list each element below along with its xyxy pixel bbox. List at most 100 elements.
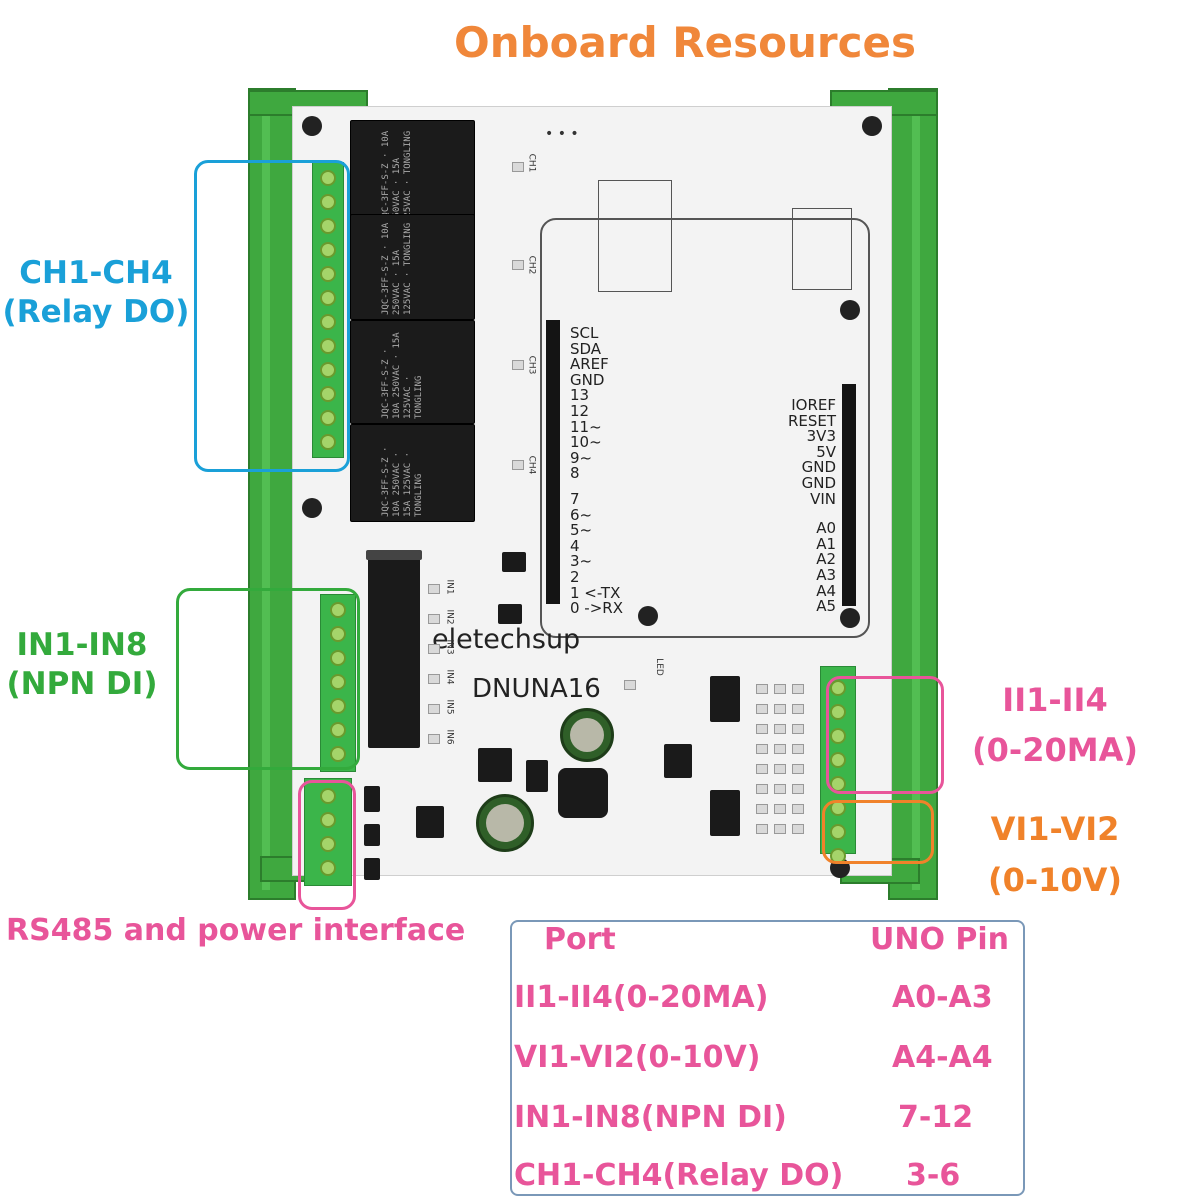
vi-caption: VI1-VI2 (0-10V) [950, 804, 1160, 906]
diode [364, 786, 380, 812]
vi-caption-line2: (0-10V) [987, 861, 1123, 900]
di-terminal-screw [330, 674, 346, 690]
inductor [558, 768, 608, 818]
ch2-label: CH2 [526, 255, 537, 275]
model-text: DNUNA16 [472, 674, 601, 704]
smd-resistor [756, 804, 768, 814]
mount-hole [862, 116, 882, 136]
table-row-pin: 3-6 [906, 1158, 961, 1193]
ch3-label: CH3 [526, 355, 537, 375]
jack-outline [792, 208, 852, 290]
di-led [428, 674, 440, 684]
ii-caption-line2: (0-20MA) [972, 730, 1138, 769]
ii-caption-line1: II1-II4 [1002, 681, 1108, 719]
di-terminal-screw [330, 746, 346, 762]
led-label: LED [653, 658, 664, 676]
diode [364, 824, 380, 846]
table-row-port: IN1-IN8(NPN DI) [514, 1100, 787, 1135]
vi-highlight-box [822, 800, 934, 864]
di-caption-line1: IN1-IN8 [16, 627, 148, 663]
dots: • • • [545, 126, 579, 142]
smd-resistor [756, 824, 768, 834]
relay-terminal-screw [320, 314, 336, 330]
di-label: IN6 [444, 729, 455, 745]
relay-terminal-screw [320, 218, 336, 234]
ic-u [502, 552, 526, 572]
di-terminal-screw [330, 650, 346, 666]
relay-1: JQC-3FF-S-Z · 10A 250VAC · 15A 125VAC · … [350, 120, 475, 228]
ch-led [512, 162, 524, 172]
di-led [428, 704, 440, 714]
di-terminal-screw [330, 722, 346, 738]
table-row-pin: A4-A4 [892, 1040, 993, 1075]
di-caption: IN1-IN8 (NPN DI) [0, 626, 164, 704]
di-caption-line2: (NPN DI) [6, 665, 158, 702]
di-led [428, 734, 440, 744]
ii-highlight-box [826, 676, 944, 794]
relay-2: JQC-3FF-S-Z · 10A 250VAC · 15A 125VAC · … [350, 214, 475, 320]
di-terminal-block [320, 594, 356, 772]
analog-terminal-screw [830, 728, 846, 744]
smd-resistor [756, 764, 768, 774]
ch1-label: CH1 [526, 153, 537, 173]
table-header-uno-pin: UNO Pin [870, 922, 1010, 957]
analog-terminal-screw [830, 824, 846, 840]
regulator [478, 748, 512, 782]
rs485-caption: RS485 and power interface [6, 913, 466, 948]
board: JQC-3FF-S-Z · 10A 250VAC · 15A 125VAC · … [240, 88, 940, 900]
power-terminal-screw [320, 836, 336, 852]
rs485-highlight-box [298, 780, 356, 910]
power-terminal-screw [320, 812, 336, 828]
di-terminal-screw [330, 602, 346, 618]
shield-outline [540, 218, 870, 638]
ch4-label: CH4 [526, 455, 537, 475]
ch-led [512, 260, 524, 270]
relay-terminal-screw [320, 194, 336, 210]
table-row-pin: A0-A3 [892, 980, 993, 1015]
relay-marking: JQC-3FF-S-Z · 10A 250VAC · 15A 125VAC · … [381, 332, 424, 419]
din-rail-left [248, 88, 296, 900]
relay-marking: JQC-3FF-S-Z · 10A 250VAC · 15A 125VAC · … [381, 222, 413, 315]
di-label: IN3 [444, 639, 455, 655]
table-row-port: VI1-VI2(0-10V) [514, 1040, 761, 1075]
di-label: IN5 [444, 699, 455, 715]
power-terminal-screw [320, 788, 336, 804]
di-terminal-screw [330, 698, 346, 714]
arduino-header-right-labels: IOREF RESET 3V3 5V GND GND VIN A0 A1 A2 … [787, 396, 836, 616]
di-led [428, 614, 440, 624]
regulator [664, 744, 692, 778]
smd-resistor [756, 784, 768, 794]
relay-terminal-screw [320, 410, 336, 426]
smd-resistor [792, 684, 804, 694]
relay-terminal-screw [320, 386, 336, 402]
relay-highlight-box [194, 160, 350, 472]
smd-resistor [792, 764, 804, 774]
page-title: Onboard Resources [454, 18, 916, 67]
smd-resistor [756, 724, 768, 734]
smd-resistor [774, 764, 786, 774]
relay-terminal-screw [320, 434, 336, 450]
smd-resistor [774, 724, 786, 734]
vi-caption-line1: VI1-VI2 [990, 810, 1120, 848]
smd-resistor [774, 824, 786, 834]
smd-resistor [792, 724, 804, 734]
ch-led [512, 460, 524, 470]
smd-resistor [756, 684, 768, 694]
smd-resistor [792, 824, 804, 834]
capacitor-top [570, 718, 604, 752]
ch-led [512, 360, 524, 370]
diode [526, 760, 548, 792]
smd-resistor [792, 704, 804, 714]
smd-resistor [792, 784, 804, 794]
mount-hole [840, 300, 860, 320]
relay-terminal-screw [320, 338, 336, 354]
smd-resistor [774, 804, 786, 814]
table-row-pin: 7-12 [898, 1100, 974, 1135]
capacitor-top [486, 804, 524, 842]
mount-hole [638, 606, 658, 626]
di-led [428, 584, 440, 594]
relay-terminal-screw [320, 290, 336, 306]
arduino-header-left-labels: SCL SDA AREF GND 13 12 11~ 10~ 9~ 8 7 6~… [570, 324, 623, 618]
relay-terminal-screw [320, 266, 336, 282]
smd-resistor [756, 704, 768, 714]
